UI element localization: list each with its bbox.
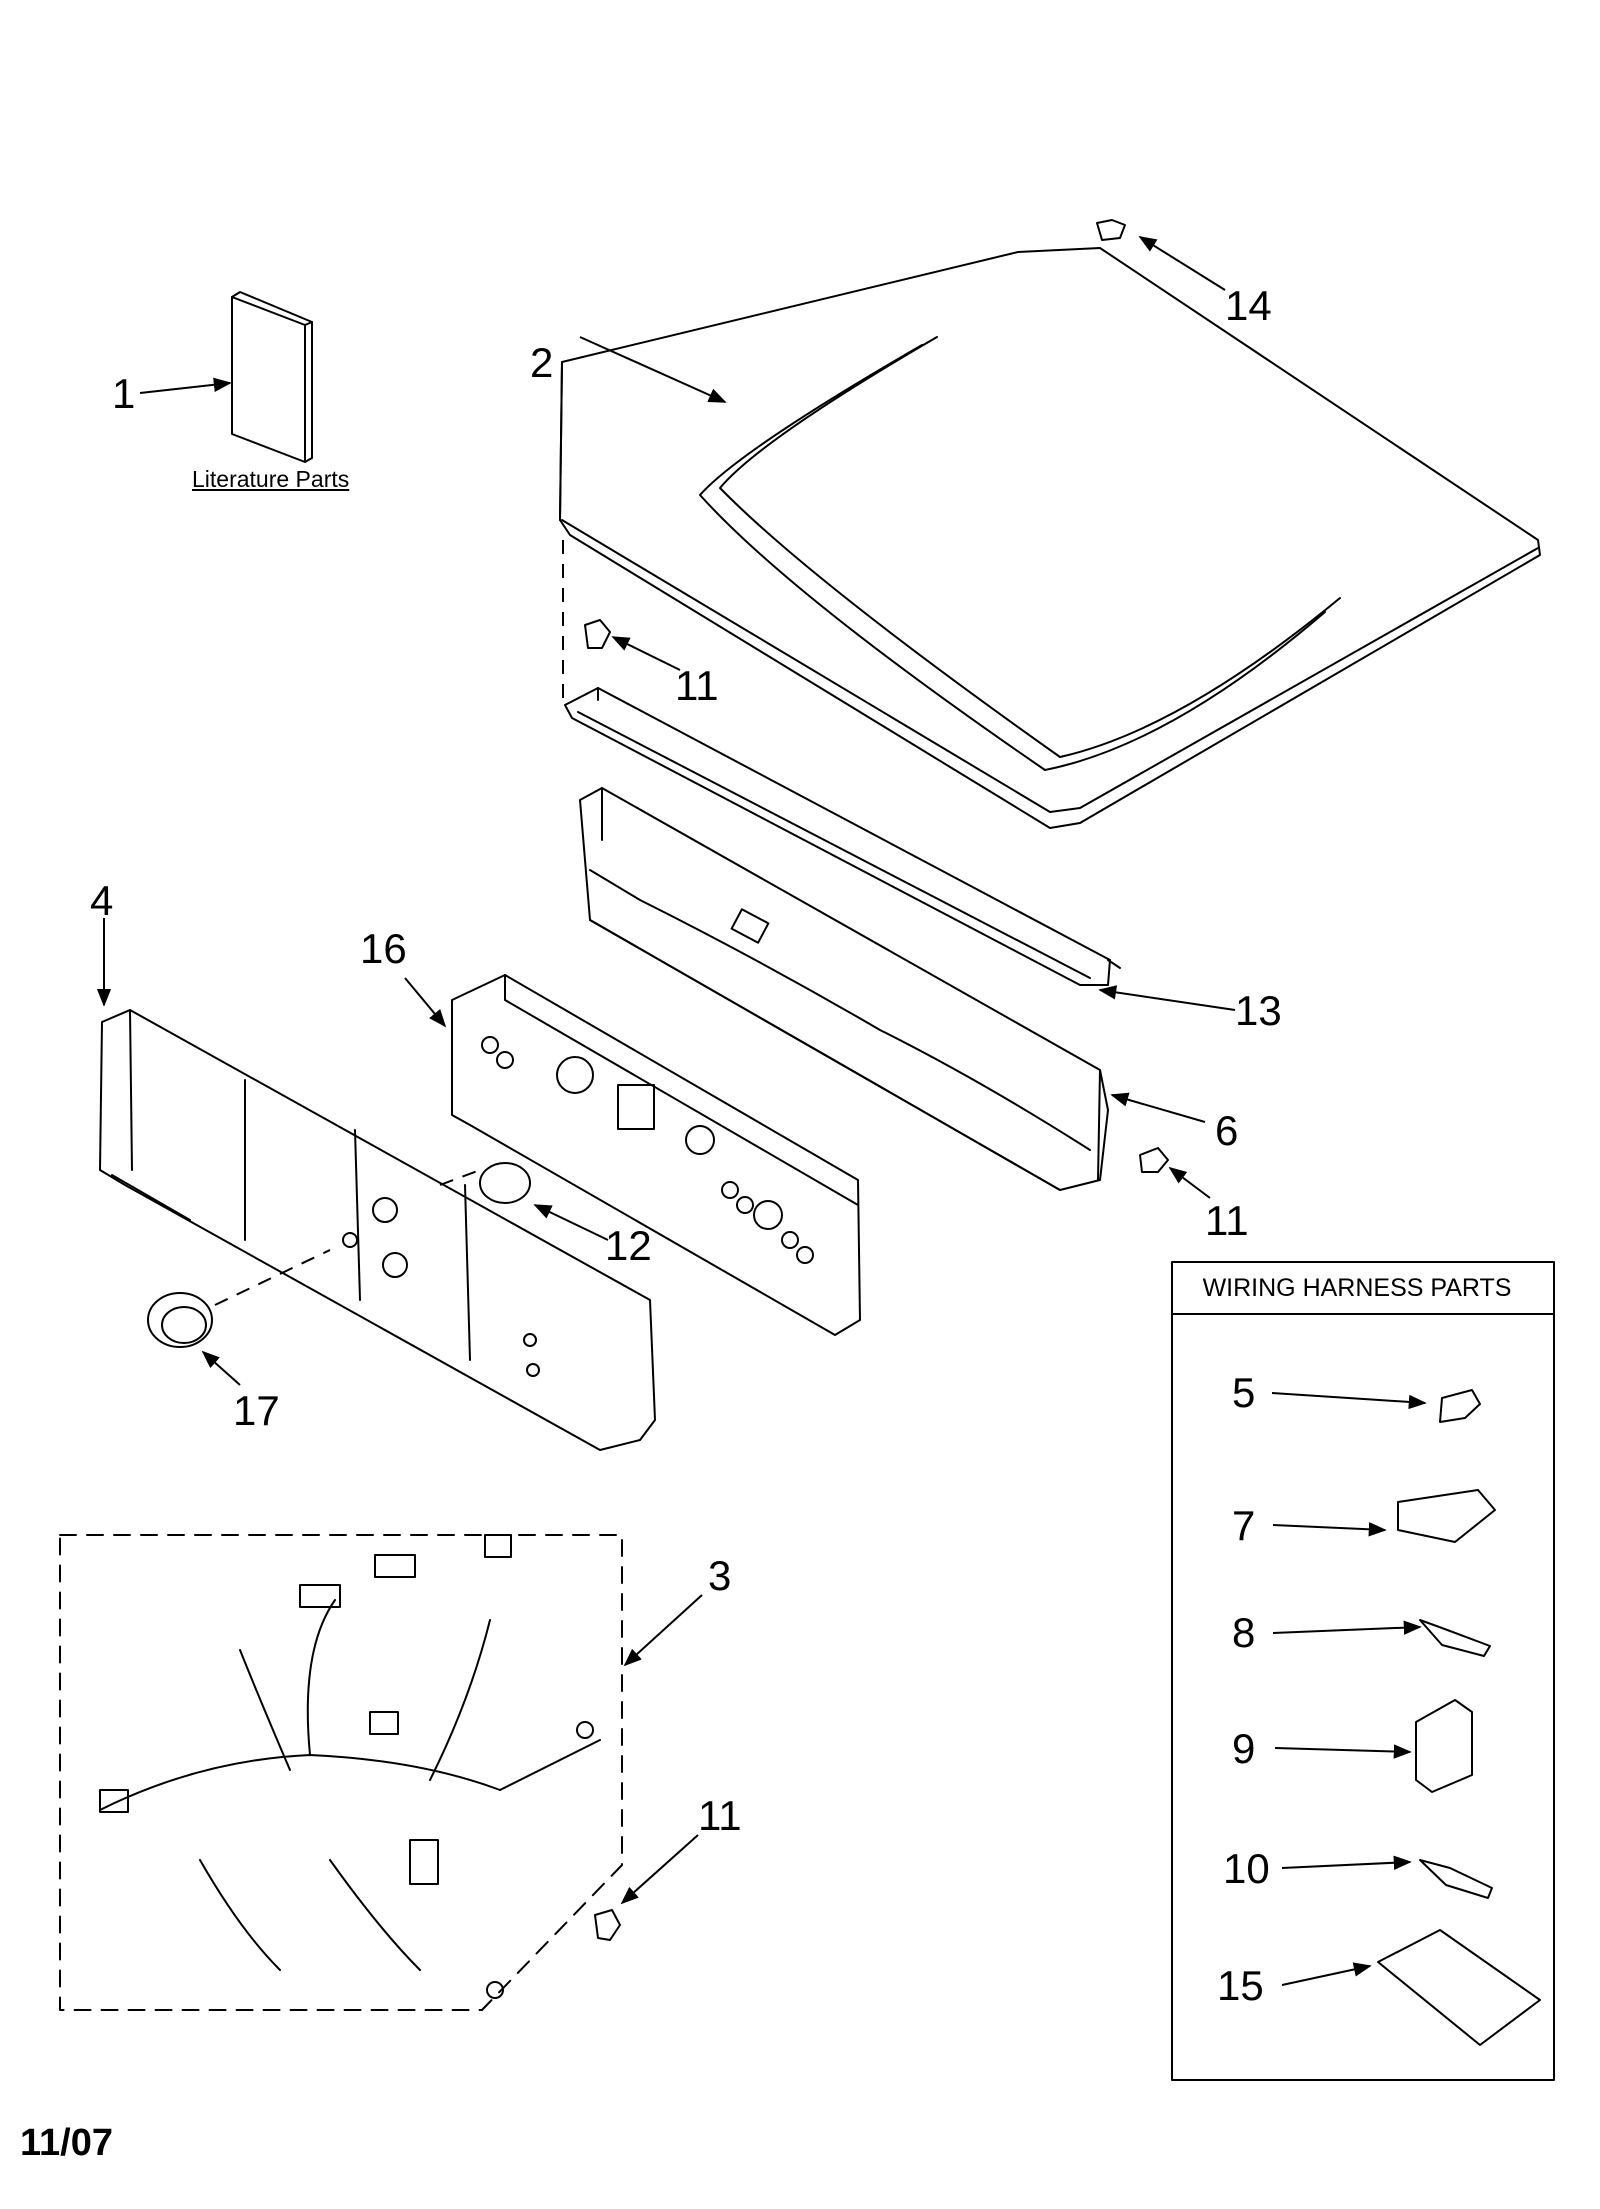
leader-8 bbox=[1272, 1620, 1422, 1635]
connector-housing-large bbox=[1415, 1699, 1473, 1793]
console bbox=[99, 1009, 656, 1451]
knob-insert bbox=[479, 1162, 531, 1204]
leader-2 bbox=[579, 336, 727, 403]
terminal-part-2 bbox=[1419, 1859, 1493, 1899]
date-code: 11/07 bbox=[20, 2122, 113, 2164]
align-line-insert bbox=[439, 1169, 481, 1186]
callout-11-console: 11 bbox=[1205, 1197, 1249, 1244]
callout-2: 2 bbox=[530, 339, 554, 386]
screw-panel bbox=[584, 619, 611, 649]
leader-1 bbox=[139, 377, 232, 394]
leader-11-top bbox=[611, 636, 681, 671]
leader-13 bbox=[1098, 985, 1236, 1011]
leader-3 bbox=[623, 1594, 703, 1667]
callout-8: 8 bbox=[1232, 1609, 1256, 1656]
leader-9 bbox=[1274, 1744, 1412, 1759]
literature-booklet bbox=[231, 291, 313, 463]
callout-6: 6 bbox=[1215, 1107, 1239, 1154]
control-board bbox=[451, 974, 861, 1336]
leader-5 bbox=[1271, 1392, 1427, 1410]
board-connector bbox=[1377, 1929, 1541, 2046]
callout-14: 14 bbox=[1225, 282, 1272, 329]
leader-17 bbox=[201, 1350, 241, 1386]
callout-13: 13 bbox=[1235, 987, 1282, 1034]
knob bbox=[147, 1292, 213, 1348]
leader-11-harness bbox=[620, 1834, 699, 1905]
callout-4: 4 bbox=[90, 877, 114, 924]
leader-15 bbox=[1281, 1962, 1372, 1986]
connector-housing-small bbox=[1397, 1489, 1496, 1543]
leader-7 bbox=[1272, 1522, 1387, 1537]
wiring-parts-box bbox=[1171, 1261, 1555, 2081]
callout-11-panel: 11 bbox=[675, 662, 719, 709]
console-back-panel bbox=[579, 787, 1109, 1191]
callout-11-harness: 11 bbox=[698, 1792, 742, 1839]
top-panel bbox=[559, 247, 1541, 829]
leader-16 bbox=[404, 977, 447, 1028]
callout-12: 12 bbox=[605, 1222, 652, 1269]
terminal-part bbox=[1419, 1619, 1491, 1657]
callout-9: 9 bbox=[1232, 1725, 1256, 1772]
wiring-harness-parts-title: WIRING HARNESS PARTS bbox=[1202, 1274, 1512, 1302]
callout-16: 16 bbox=[360, 925, 407, 972]
leader-14 bbox=[1138, 236, 1226, 291]
callout-10: 10 bbox=[1223, 1845, 1270, 1892]
callout-3: 3 bbox=[708, 1552, 732, 1599]
literature-parts-label: Literature Parts bbox=[192, 466, 350, 492]
leader-12 bbox=[533, 1204, 609, 1241]
wiring-harness bbox=[59, 1534, 623, 2011]
callout-5: 5 bbox=[1232, 1369, 1256, 1416]
callout-1: 1 bbox=[112, 370, 136, 417]
callout-17: 17 bbox=[233, 1387, 280, 1434]
leader-10 bbox=[1281, 1855, 1412, 1870]
clip-part bbox=[1439, 1389, 1481, 1423]
leader-11-right bbox=[1168, 1166, 1211, 1199]
rail-bracket bbox=[564, 687, 1121, 986]
screw-top bbox=[1096, 219, 1126, 241]
callout-7: 7 bbox=[1232, 1502, 1256, 1549]
callout-15: 15 bbox=[1217, 1962, 1264, 2009]
leader-6 bbox=[1110, 1092, 1206, 1123]
screw-harness bbox=[594, 1909, 621, 1941]
align-line-knob bbox=[214, 1249, 331, 1306]
screw-console-right bbox=[1139, 1147, 1169, 1173]
